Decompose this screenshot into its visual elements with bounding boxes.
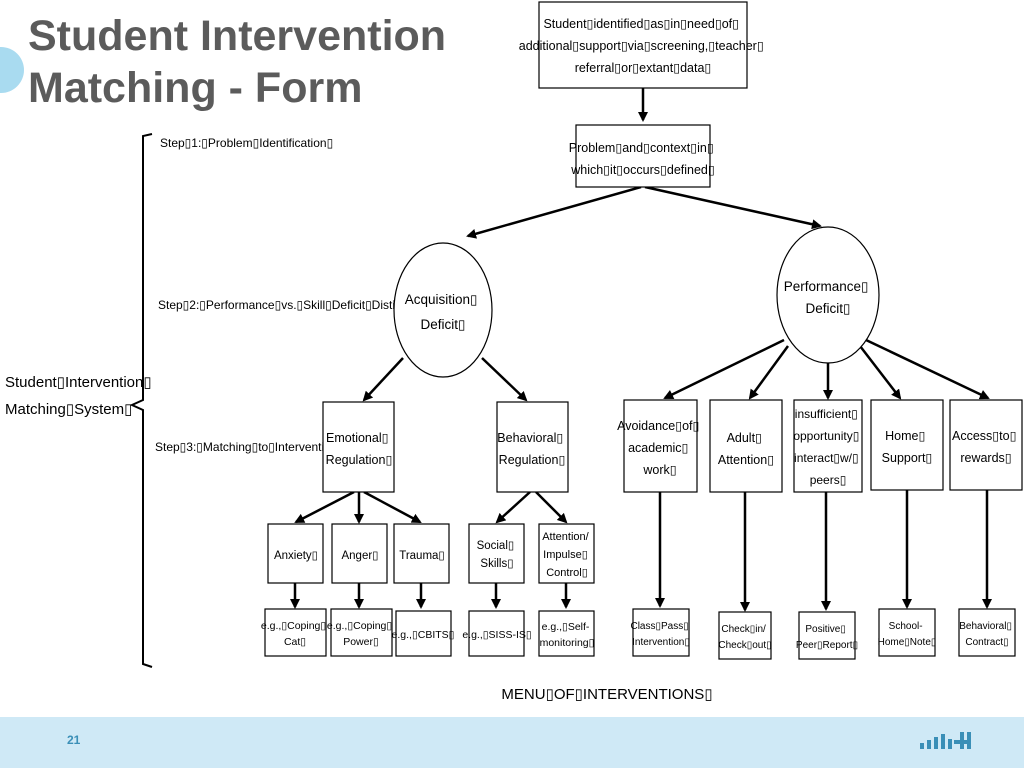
- node-social: [468, 523, 525, 584]
- arrow-problem-acquisition: [466, 185, 642, 239]
- label-social: Social▯ Skills▯: [477, 540, 518, 570]
- intervention-siss: [468, 610, 525, 657]
- intervention-cbits: [395, 610, 452, 657]
- label-anger: Anger▯: [341, 550, 378, 562]
- menu-of-interventions-label: MENU▯OF▯INTERVENTIONS▯: [501, 686, 712, 703]
- label-home-note: School- Home▯Note▯: [878, 621, 937, 648]
- label-siss: e.g.,▯SISS-IS▯: [462, 629, 532, 641]
- arrow-acquisition-emotional: [362, 357, 404, 402]
- intervention-self-monitoring: [538, 610, 595, 657]
- connectors: [290, 88, 992, 612]
- step1-label: Step▯1:▯Problem▯Identification▯: [160, 136, 333, 150]
- node-anxiety: [267, 523, 324, 584]
- label-attention: Attention/ Impulse▯ Control▯: [542, 531, 592, 579]
- intervention-flowchart: Student▯Intervention▯ Matching▯System▯ S…: [5, 1, 1023, 703]
- intervention-coping-cat: [264, 608, 327, 657]
- slide-title: Student Intervention Matching - Form: [28, 10, 446, 114]
- node-emotional: [322, 401, 395, 493]
- slide-title-line2: Matching - Form: [28, 64, 363, 112]
- label-peer-report: Positive▯ Peer▯Report▯: [796, 624, 858, 651]
- node-trauma: [393, 523, 450, 584]
- label-acquisition: Acquisition▯ Deficit▯: [405, 292, 481, 332]
- label-emotional: Emotional▯ Regulation▯: [326, 431, 393, 467]
- label-class-pass: Class▯Pass▯ Intervention▯: [630, 621, 691, 648]
- label-contract: Behavioral▯ Contract▯: [959, 621, 1015, 648]
- arrow-behavioral-social: [495, 491, 531, 524]
- system-label: Student▯Intervention▯ Matching▯System▯: [5, 374, 156, 418]
- intervention-coping-power: [330, 608, 393, 657]
- brand-logo-icon: [920, 732, 971, 749]
- node-home: [870, 399, 944, 491]
- label-identified: Student▯identified▯as▯in▯need▯of▯ additi…: [519, 17, 767, 75]
- label-home: Home▯ Support▯: [882, 429, 933, 465]
- arrow-performance-home: [859, 345, 902, 400]
- label-trauma: Trauma▯: [399, 550, 445, 562]
- label-insufficient: insufficient▯ opportunity▯ interact▯w/▯ …: [793, 407, 862, 487]
- arrow-behavioral-attention: [535, 491, 568, 524]
- node-performance: [776, 226, 880, 364]
- arrow-emotional-trauma: [363, 490, 422, 524]
- node-behavioral: [496, 401, 569, 493]
- arrow-emotional-anxiety: [294, 490, 355, 524]
- node-avoidance: [623, 399, 698, 493]
- intervention-peer-report: [798, 611, 856, 660]
- node-problem: [575, 124, 711, 188]
- node-access: [949, 399, 1023, 491]
- slide-title-line1: Student Intervention: [28, 12, 447, 60]
- footer-bar: [0, 717, 1024, 768]
- label-cbits: e.g.,▯CBITS▯: [392, 629, 455, 641]
- intervention-class-pass: [632, 608, 690, 657]
- arrow-problem-performance: [644, 185, 822, 230]
- label-anxiety: Anxiety▯: [274, 550, 318, 562]
- label-behavioral: Behavioral▯ Regulation▯: [497, 431, 566, 467]
- node-acquisition: [393, 242, 493, 378]
- label-check-in: Check▯in/ Check▯out▯: [718, 624, 771, 651]
- arrow-acquisition-behavioral: [481, 357, 528, 402]
- arrow-performance-avoidance: [663, 338, 785, 400]
- node-anger: [331, 523, 388, 584]
- system-bracket: [129, 133, 153, 668]
- node-adult: [709, 399, 783, 493]
- label-coping-power: e.g.,▯Coping▯ Power▯: [327, 620, 395, 648]
- node-attention: [538, 523, 595, 584]
- intervention-contract: [958, 608, 1016, 657]
- arrow-performance-adult: [748, 345, 790, 400]
- intervention-home-note: [878, 608, 936, 657]
- label-coping-cat: e.g.,▯Coping▯ Cat▯: [261, 620, 329, 648]
- arrow-performance-access: [865, 338, 990, 400]
- label-problem: Problem▯and▯context▯in▯ which▯it▯occurs▯…: [569, 141, 717, 177]
- step3-label: Step▯3:▯Matching▯to▯Intervention▯: [155, 440, 344, 454]
- label-self-monitoring: e.g.,▯Self- monitoring▯: [540, 621, 595, 649]
- label-access: Access▯to▯ rewards▯: [952, 429, 1020, 465]
- page-number: 21: [67, 733, 81, 747]
- label-performance: Performance▯ Deficit▯: [784, 279, 872, 316]
- node-identified: [538, 1, 748, 89]
- label-avoidance: Avoidance▯of▯ academic▯ work▯: [617, 419, 703, 477]
- node-insufficient: [793, 399, 863, 493]
- intervention-check-in: [718, 611, 772, 660]
- step2-label: Step▯2:▯Performance▯vs.▯Skill▯Deficit▯Di…: [158, 298, 434, 312]
- label-adult: Adult▯ Attention▯: [718, 431, 774, 467]
